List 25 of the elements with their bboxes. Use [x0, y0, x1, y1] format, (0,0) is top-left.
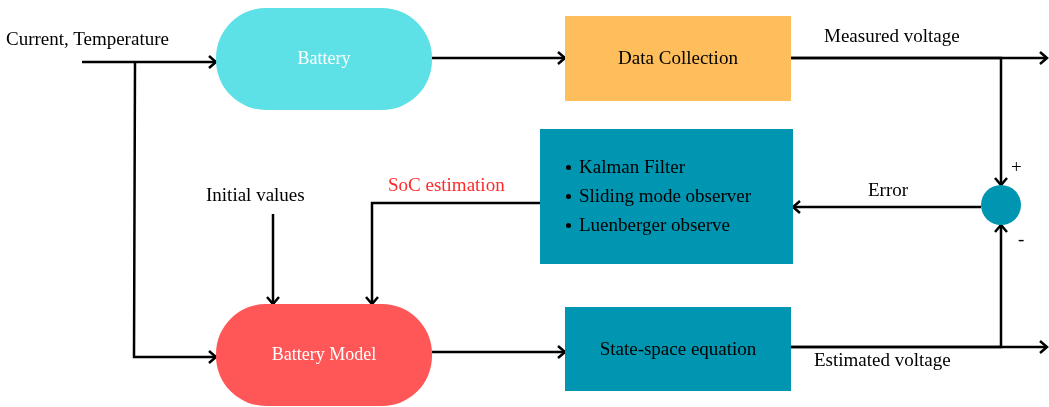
arrow [432, 50, 567, 66]
input-label: Initial values [206, 184, 305, 206]
list-item: Luenberger observe [579, 213, 731, 237]
arrow [364, 201, 540, 306]
box-label: Battery Model [271, 344, 377, 366]
arrow [432, 344, 567, 360]
arrow [265, 214, 281, 306]
sign-label: - [1018, 229, 1025, 248]
edge-label: Measured voltage [824, 26, 960, 47]
arrow [82, 54, 218, 70]
input-label: Current, Temperature [6, 28, 169, 50]
list-item: Kalman Filter [579, 156, 686, 180]
edge-label: Estimated voltage [814, 350, 951, 371]
process-box [565, 16, 791, 101]
process-box [565, 307, 791, 391]
box-label: Battery [297, 48, 351, 70]
arrow [132, 62, 218, 365]
list-item: Sliding mode observer [579, 185, 752, 208]
box-label: State-space equation [599, 337, 757, 361]
arrow [791, 56, 1009, 187]
summing-junction [981, 185, 1021, 225]
process-box [540, 129, 793, 264]
arrow [791, 223, 1009, 349]
sign-label: + [1011, 157, 1022, 176]
box-label: Data Collection [618, 47, 738, 70]
